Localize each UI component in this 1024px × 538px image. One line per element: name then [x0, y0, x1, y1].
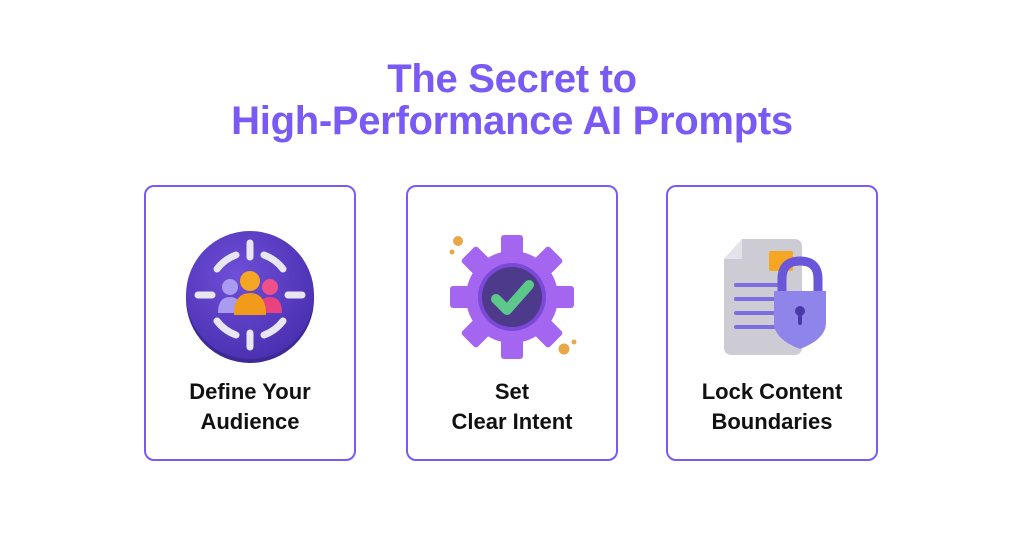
page-title: The Secret to High-Performance AI Prompt…: [0, 58, 1024, 142]
document-lock-icon: [702, 227, 842, 367]
audience-target-icon: [180, 227, 320, 367]
card-label-line-1: Set: [494, 379, 530, 404]
gear-checkmark-icon: [442, 227, 582, 367]
card-label: Define Your Audience: [146, 377, 354, 437]
title-line-1: The Secret to: [387, 57, 637, 101]
card-label-line-1: Define Your: [189, 379, 311, 404]
card-label: Set Clear Intent: [408, 377, 616, 437]
card-set-intent: Set Clear Intent: [406, 185, 618, 461]
card-define-audience: Define Your Audience: [144, 185, 356, 461]
title-line-2: High-Performance AI Prompts: [231, 99, 793, 143]
card-lock-boundaries: Lock Content Boundaries: [666, 185, 878, 461]
card-label-line-1: Lock Content: [701, 379, 843, 404]
card-label-line-2: Audience: [200, 409, 300, 434]
card-label-line-2: Clear Intent: [451, 409, 573, 434]
card-label: Lock Content Boundaries: [668, 377, 876, 437]
card-label-line-2: Boundaries: [711, 409, 833, 434]
